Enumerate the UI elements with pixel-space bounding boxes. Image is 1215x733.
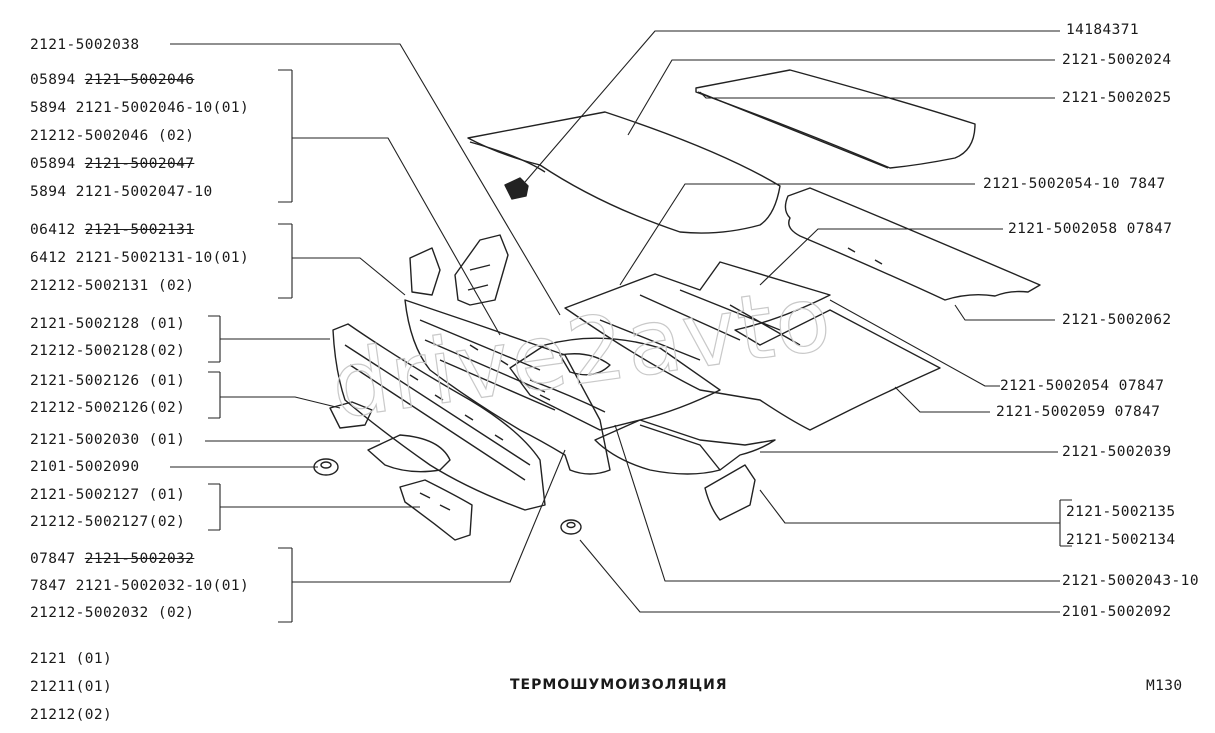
- part-label: 2121-5002038: [30, 37, 140, 53]
- part-label: 21212-5002127(02): [30, 514, 186, 530]
- part-label: 5894 2121-5002046-10(01): [30, 100, 250, 116]
- part-label: 2121-5002062: [1062, 312, 1172, 328]
- dash-panel-2032: [404, 299, 611, 475]
- rear-panel-2024: [467, 111, 781, 234]
- part-label: 7847 2121-5002032-10(01): [30, 578, 250, 594]
- grommet-2090: [313, 458, 339, 476]
- part-label: 21212-5002131 (02): [30, 278, 195, 294]
- part-label: 5894 2121-5002047-10: [30, 184, 213, 200]
- pad-2127: [399, 479, 473, 541]
- part-label: 21212-5002032 (02): [30, 605, 195, 621]
- part-label: 21212-5002128(02): [30, 343, 186, 359]
- part-label: 2121-5002054-10 7847: [983, 176, 1166, 192]
- part-label: 2121-5002128 (01): [30, 316, 186, 332]
- floor-center: [564, 261, 941, 431]
- part-label: 2101-5002090: [30, 459, 140, 475]
- part-label: 21212-5002126(02): [30, 400, 186, 416]
- page-code: M130: [1146, 678, 1183, 694]
- part-label: 2121-5002043-10: [1062, 573, 1199, 589]
- leader-lines-left: [170, 43, 566, 623]
- part-label: 2121-5002024: [1062, 52, 1172, 68]
- part-label: 21212-5002046 (02): [30, 128, 195, 144]
- part-label: 6412 2121-5002131-10(01): [30, 250, 250, 266]
- part-label: 2121-5002127 (01): [30, 487, 186, 503]
- pad-2030: [367, 434, 451, 473]
- arch-pad-2135: [704, 464, 756, 521]
- clip-14184371: [504, 177, 529, 200]
- rear-panel-2025: [695, 69, 976, 169]
- model-code: 21211(01): [30, 679, 113, 695]
- side-panel-2128: [332, 323, 546, 511]
- part-label: 06412 2121-5002131: [30, 222, 195, 238]
- floor-front-2039: [594, 419, 776, 475]
- part-label: 2121-5002126 (01): [30, 373, 186, 389]
- part-label: 2121-5002059 07847: [996, 404, 1161, 420]
- leader-lines-right: [524, 30, 1072, 613]
- pad-2126: [329, 401, 373, 429]
- tunnel-cover: [509, 337, 721, 431]
- part-label: 14184371: [1066, 22, 1140, 38]
- floor-rear-2058: [784, 187, 1041, 301]
- grommet-2092: [560, 519, 582, 535]
- part-label: 2121-5002030 (01): [30, 432, 186, 448]
- cowl-side-2131: [409, 247, 441, 296]
- part-label: 05894 2121-5002046: [30, 72, 195, 88]
- part-label: 2121-5002025: [1062, 90, 1172, 106]
- part-label: 2121-5002134: [1066, 532, 1176, 548]
- part-label: 2121-5002039: [1062, 444, 1172, 460]
- part-label: 2101-5002092: [1062, 604, 1172, 620]
- part-label: 2121-5002135: [1066, 504, 1176, 520]
- part-label: 07847 2121-5002032: [30, 551, 195, 567]
- part-label: 05894 2121-5002047: [30, 156, 195, 172]
- part-label: 2121-5002058 07847: [1008, 221, 1173, 237]
- cowl-side-2046: [454, 234, 509, 306]
- page-title: ТЕРМОШУМОИЗОЛЯЦИЯ: [510, 677, 728, 693]
- model-code: 21212(02): [30, 707, 113, 723]
- model-code: 2121 (01): [30, 651, 113, 667]
- part-label: 2121-5002054 07847: [1000, 378, 1165, 394]
